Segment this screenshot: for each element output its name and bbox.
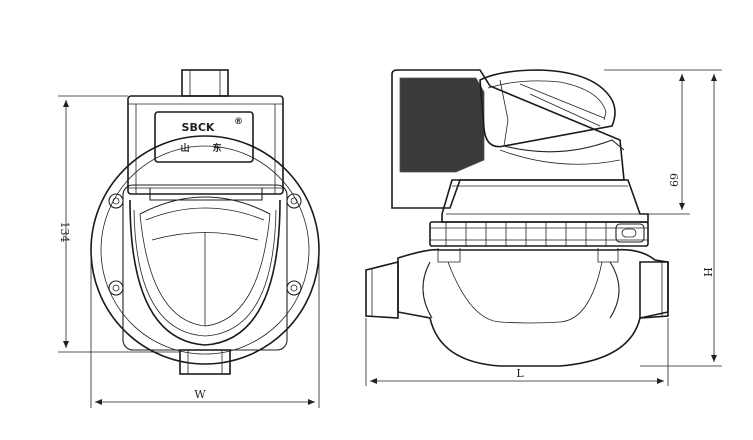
dimension-label-h: H — [701, 267, 714, 277]
dimension-label-l: L — [516, 367, 524, 380]
dimension-width-front: W — [90, 250, 320, 408]
dimension-height-total-side: H — [640, 69, 722, 367]
brand-logo: SBCK — [182, 121, 215, 134]
dimension-label-134: 134 — [58, 222, 71, 243]
dimension-label-w: W — [194, 388, 206, 401]
front-view: SBCK ® 山 东 — [90, 69, 320, 375]
dimension-height-front: 134 — [58, 95, 180, 353]
bolt-holes — [108, 193, 302, 296]
dimension-height-top-side: 69 — [604, 69, 690, 215]
dimension-length-side: L — [365, 318, 669, 386]
flange-ribs — [445, 222, 607, 246]
dimension-label-69: 69 — [667, 173, 680, 187]
plate-text-right: 东 — [212, 142, 221, 154]
registered-mark: ® — [234, 117, 243, 127]
plate-text-left: 山 — [180, 142, 189, 154]
side-view — [365, 69, 669, 367]
